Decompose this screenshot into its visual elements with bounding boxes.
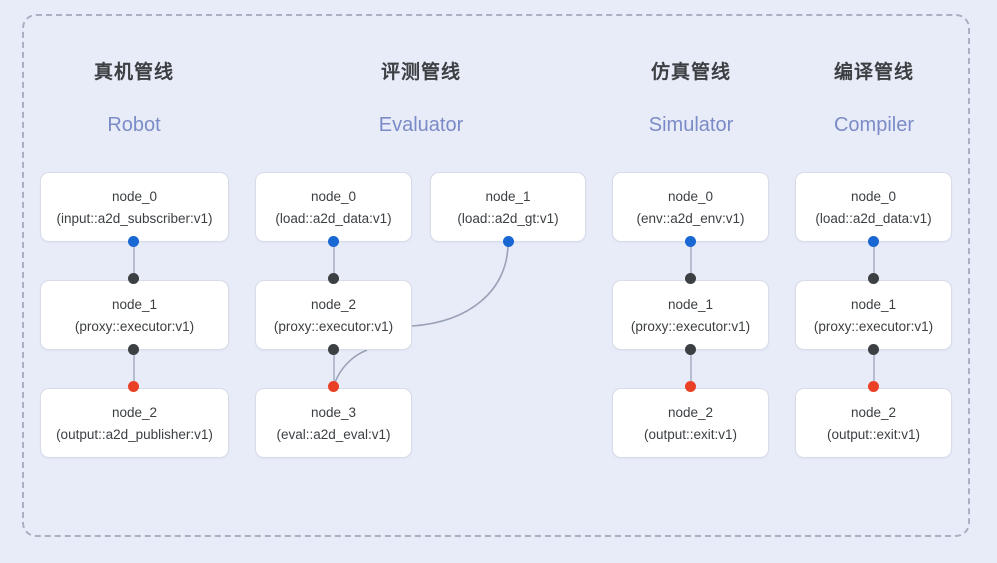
- port-dot-input-evaluator-1[interactable]: [503, 236, 514, 247]
- node-type: (eval::a2d_eval:v1): [276, 426, 391, 442]
- diagram-dashed-frame: [22, 14, 970, 537]
- node-name: node_1: [485, 188, 531, 204]
- node-type: (proxy::executor:v1): [813, 318, 934, 334]
- column-title-cn-evaluator: 评测管线: [380, 62, 461, 83]
- node-type: (output::exit:v1): [643, 426, 738, 442]
- node-name: node_2: [667, 404, 714, 420]
- node-type: (proxy::executor:v1): [630, 318, 751, 334]
- port-dot-middle-evaluator-2-bottom[interactable]: [328, 344, 339, 355]
- connector-line-simulator-1-2: [690, 349, 692, 388]
- column-header-evaluator: 评测管线 Evaluator: [321, 62, 521, 137]
- node-type: (env::a2d_env:v1): [636, 210, 745, 226]
- node-name: node_0: [850, 188, 897, 204]
- column-header-compiler: 编译管线 Compiler: [774, 62, 974, 137]
- connector-line-compiler-1-2: [873, 349, 875, 388]
- port-dot-output-evaluator-3[interactable]: [328, 381, 339, 392]
- column-title-cn-simulator: 仿真管线: [650, 62, 731, 83]
- connector-line-robot-1-2: [133, 349, 135, 388]
- node-box-evaluator-1[interactable]: node_1 (load::a2d_gt:v1): [430, 172, 586, 242]
- port-dot-output-simulator-2[interactable]: [685, 381, 696, 392]
- node-type: (load::a2d_data:v1): [815, 210, 932, 226]
- port-dot-input-evaluator-0[interactable]: [328, 236, 339, 247]
- port-dot-output-robot-2[interactable]: [128, 381, 139, 392]
- column-title-en-simulator: Simulator: [648, 114, 734, 136]
- node-name: node_0: [667, 188, 714, 204]
- node-type: (input::a2d_subscriber:v1): [56, 210, 213, 226]
- port-dot-middle-robot-1-bottom[interactable]: [128, 344, 139, 355]
- node-name: node_1: [850, 296, 897, 312]
- node-box-robot-2[interactable]: node_2 (output::a2d_publisher:v1): [40, 388, 229, 458]
- port-dot-input-simulator-0[interactable]: [685, 236, 696, 247]
- column-title-en-robot: Robot: [107, 114, 161, 136]
- node-box-robot-1[interactable]: node_1 (proxy::executor:v1): [40, 280, 229, 350]
- column-header-robot: 真机管线 Robot: [34, 62, 234, 137]
- port-dot-middle-compiler-1-top[interactable]: [868, 273, 879, 284]
- port-dot-middle-simulator-1-top[interactable]: [685, 273, 696, 284]
- node-type: (output::a2d_publisher:v1): [56, 426, 213, 442]
- node-box-compiler-0[interactable]: node_0 (load::a2d_data:v1): [795, 172, 952, 242]
- port-dot-middle-evaluator-2-top[interactable]: [328, 273, 339, 284]
- node-box-evaluator-0[interactable]: node_0 (load::a2d_data:v1): [255, 172, 412, 242]
- node-box-compiler-1[interactable]: node_1 (proxy::executor:v1): [795, 280, 952, 350]
- column-title-en-compiler: Compiler: [833, 114, 915, 136]
- node-box-simulator-1[interactable]: node_1 (proxy::executor:v1): [612, 280, 769, 350]
- node-type: (load::a2d_data:v1): [275, 210, 392, 226]
- column-header-simulator: 仿真管线 Simulator: [591, 62, 791, 137]
- node-name: node_1: [667, 296, 714, 312]
- node-name: node_2: [310, 296, 357, 312]
- node-name: node_1: [111, 296, 158, 312]
- port-dot-input-robot-0[interactable]: [128, 236, 139, 247]
- node-type: (output::exit:v1): [826, 426, 921, 442]
- node-name: node_2: [111, 404, 158, 420]
- node-box-evaluator-3[interactable]: node_3 (eval::a2d_eval:v1): [255, 388, 412, 458]
- connector-line-evaluator-0-2: [333, 241, 335, 280]
- node-type: (load::a2d_gt:v1): [457, 210, 559, 226]
- port-dot-input-compiler-0[interactable]: [868, 236, 879, 247]
- port-dot-middle-robot-1-top[interactable]: [128, 273, 139, 284]
- node-type: (proxy::executor:v1): [74, 318, 195, 334]
- connector-line-robot-0-1: [133, 241, 135, 280]
- node-name: node_0: [111, 188, 158, 204]
- column-title-en-evaluator: Evaluator: [378, 114, 464, 136]
- connector-line-compiler-0-1: [873, 241, 875, 280]
- node-name: node_0: [310, 188, 357, 204]
- node-box-robot-0[interactable]: node_0 (input::a2d_subscriber:v1): [40, 172, 229, 242]
- port-dot-middle-simulator-1-bottom[interactable]: [685, 344, 696, 355]
- node-name: node_3: [310, 404, 357, 420]
- node-box-simulator-2[interactable]: node_2 (output::exit:v1): [612, 388, 769, 458]
- port-dot-output-compiler-2[interactable]: [868, 381, 879, 392]
- node-box-evaluator-2[interactable]: node_2 (proxy::executor:v1): [255, 280, 412, 350]
- column-title-cn-robot: 真机管线: [93, 62, 174, 83]
- node-box-compiler-2[interactable]: node_2 (output::exit:v1): [795, 388, 952, 458]
- node-type: (proxy::executor:v1): [273, 318, 394, 334]
- node-box-simulator-0[interactable]: node_0 (env::a2d_env:v1): [612, 172, 769, 242]
- port-dot-middle-compiler-1-bottom[interactable]: [868, 344, 879, 355]
- connector-line-simulator-0-1: [690, 241, 692, 280]
- column-title-cn-compiler: 编译管线: [833, 62, 914, 83]
- node-name: node_2: [850, 404, 897, 420]
